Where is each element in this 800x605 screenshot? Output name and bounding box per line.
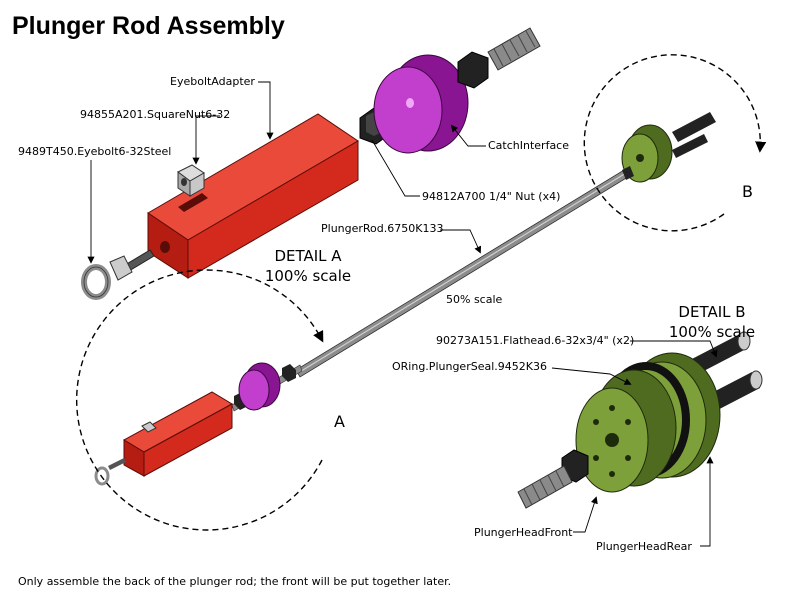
eyebolt-part: [81, 249, 155, 300]
label-scale-50: 50% scale: [446, 293, 503, 306]
label-flathead: 90273A151.Flathead.6-32x3/4" (x2): [436, 334, 635, 347]
detail-b-circle: [583, 54, 767, 232]
catch-interface-part: [373, 54, 469, 154]
label-plunger-head-rear: PlungerHeadRear: [596, 540, 692, 553]
label-plunger-rod: PlungerRod.6750K133: [321, 222, 444, 235]
detail-b-title: DETAIL B: [678, 303, 746, 321]
plunger-head-small: [621, 112, 716, 183]
detail-a-title: DETAIL A: [274, 247, 342, 265]
detail-a-disc: [238, 362, 281, 411]
leader-lines: [87, 81, 718, 547]
threaded-stud-part: [487, 27, 541, 71]
footnote: Only assemble the back of the plunger ro…: [18, 575, 452, 588]
label-catch-interface: CatchInterface: [488, 139, 570, 152]
detail-a-eyebolt: [94, 458, 126, 486]
detail-a-adapter: [122, 391, 234, 477]
label-eyebolt: 9489T450.Eyebolt6-32Steel: [18, 145, 172, 158]
hex-nut-part: [457, 51, 489, 89]
label-oring: ORing.PlungerSeal.9452K36: [392, 360, 547, 373]
page-title: Plunger Rod Assembly: [12, 12, 285, 40]
detail-a-scale: 100% scale: [264, 267, 352, 285]
label-plunger-head-front: PlungerHeadFront: [474, 526, 573, 539]
detail-a-callout: A: [334, 412, 345, 431]
detail-b-caption: DETAIL B 100% scale: [652, 302, 772, 342]
detail-b-threaded-rod: [517, 465, 573, 509]
square-nut-part: [177, 164, 205, 197]
label-eyebolt-adapter: EyeboltAdapter: [170, 75, 255, 88]
detail-b-callout: B: [742, 182, 753, 201]
detail-b-scale: 100% scale: [668, 323, 756, 341]
detail-a-circle: [76, 269, 324, 531]
detail-a-nut: [282, 364, 296, 382]
label-nut: 94812A700 1/4" Nut (x4): [422, 190, 561, 203]
eyebolt-adapter-part: [147, 113, 359, 279]
detail-a-caption: DETAIL A 100% scale: [248, 246, 368, 286]
label-square-nut: 94855A201.SquareNut6-32: [80, 108, 231, 121]
plunger-head-front-part: [575, 369, 677, 493]
